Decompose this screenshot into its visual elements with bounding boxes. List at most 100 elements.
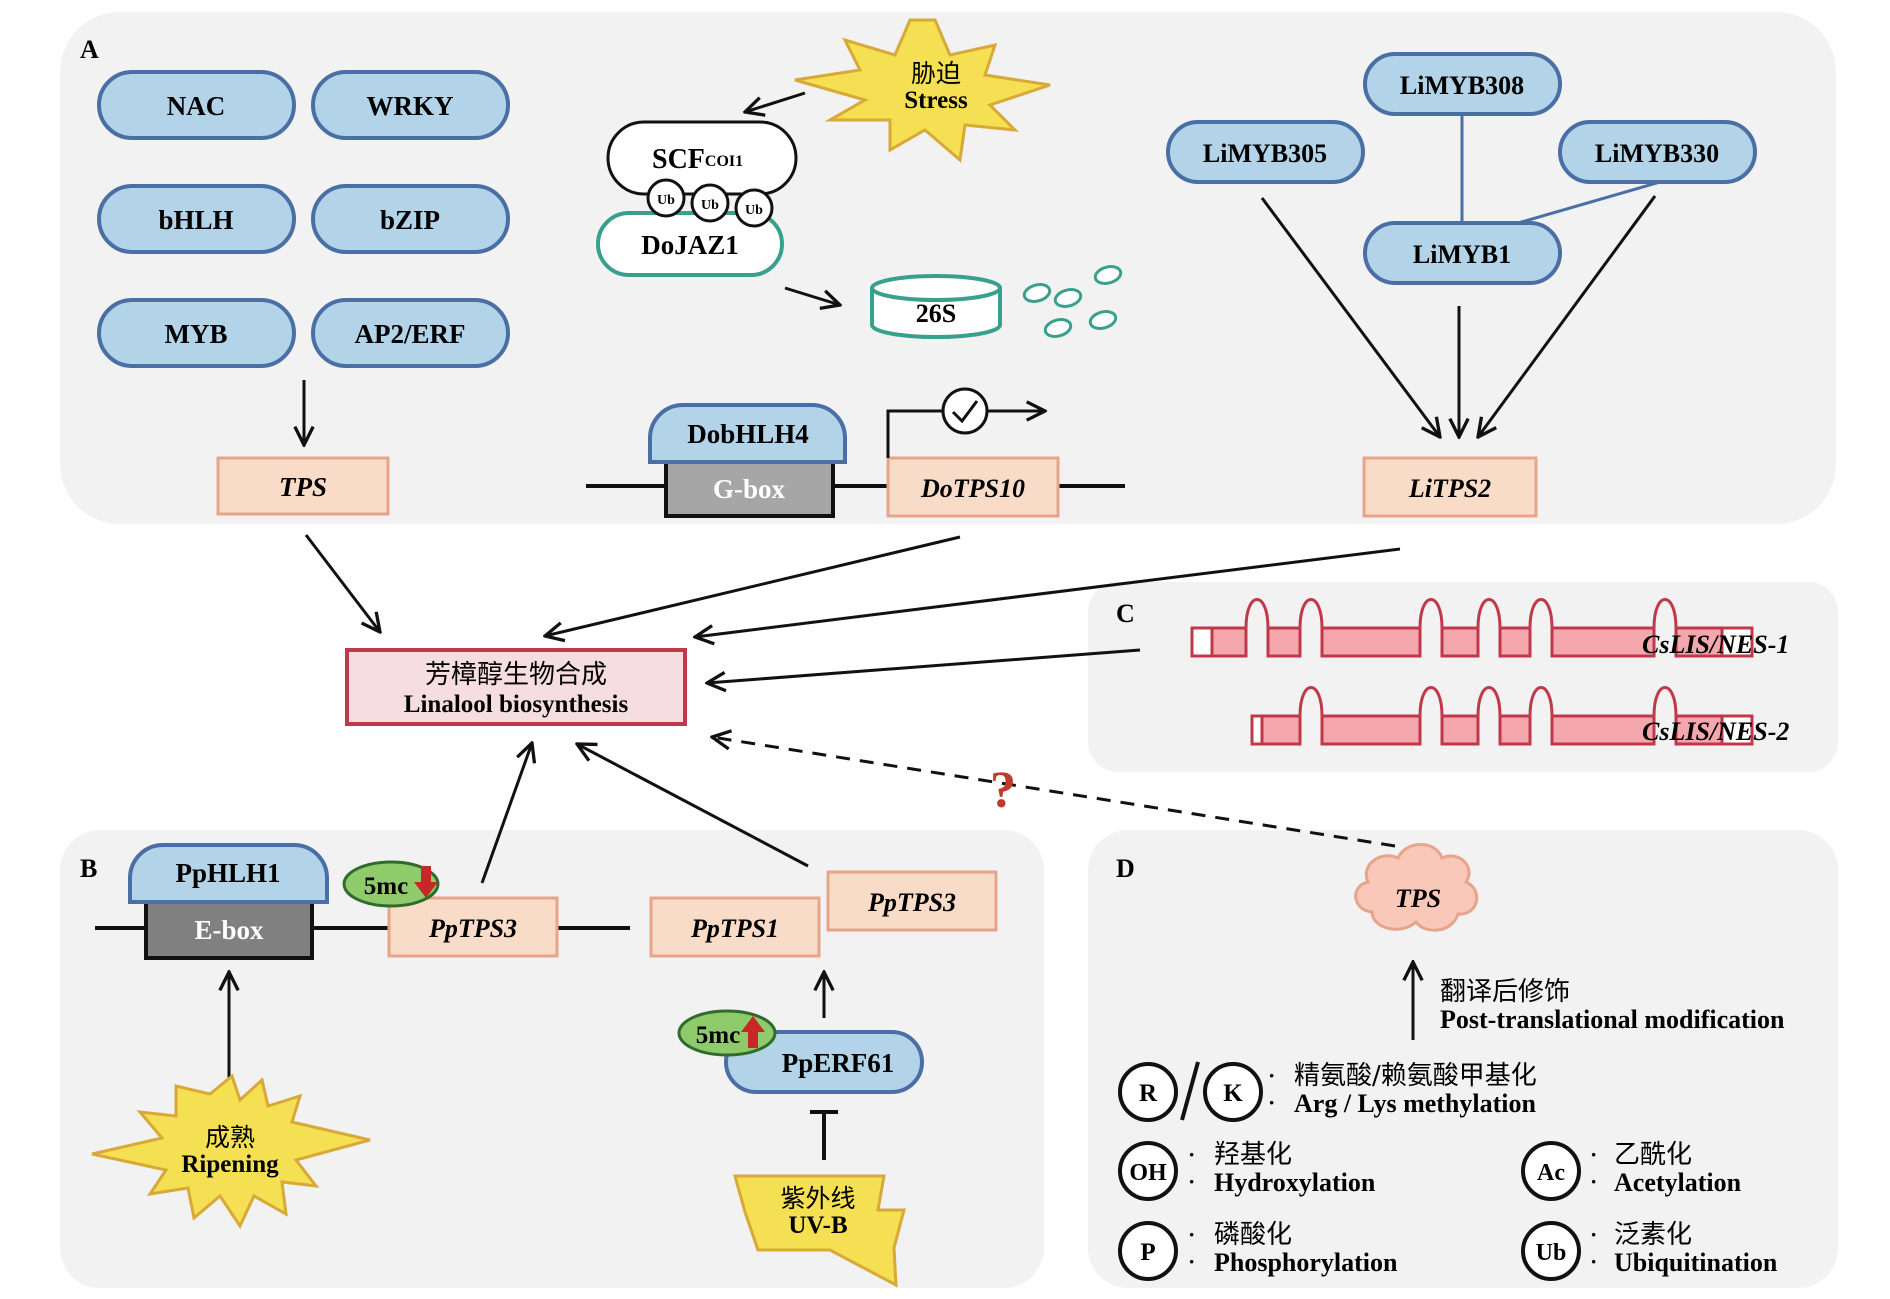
mod-symbol: R [1139,1080,1158,1107]
mod-hydroxylation: OH · · 羟基化 Hydroxylation [1118,1140,1376,1201]
uvb-label-en: UV-B [788,1212,847,1239]
panel-label-b: B [80,854,97,883]
mod-ubiquitination: Ub · · 泛素化 Ubiquitination [1521,1220,1778,1281]
mod-phosphorylation: P · · 磷酸化 Phosphorylation [1118,1220,1398,1281]
panel-label-c: C [1116,599,1135,628]
stress-label-cn: 胁迫 [911,59,961,88]
pptps3-left-gene-box: PpTPS3 [387,896,559,958]
gene-name-label: CsLIS/NES-1 [1642,630,1789,659]
arrow-pptps3-to-linalool [480,743,532,884]
limyb308-label: LiMYB308 [1400,71,1524,100]
uvb-label-cn: 紫外线 [780,1184,855,1213]
pptps3-right-gene-box: PpTPS3 [826,870,998,932]
degraded-fragments [1022,265,1123,338]
ebox-label: E-box [194,915,264,945]
tf-family-label: WRKY [367,91,454,121]
pphlh1-label: PpHLH1 [175,858,280,888]
stress-label-en: Stress [904,87,968,114]
dashed-arrow-ptm-to-linalool [712,737,1396,848]
tf-family-wrky: WRKY [311,70,510,140]
proteasome-label: 26S [916,299,956,328]
mod-bullet: · [1268,1063,1275,1088]
methylation-label: 5mc [364,873,408,900]
dotps10-label: DoTPS10 [920,474,1025,503]
panel-label-a: A [80,35,99,64]
ripening-label-en: Ripening [181,1151,279,1178]
arrow-pptps1-to-linalool [577,744,809,868]
tf-family-nac: NAC [97,70,296,140]
tf-family-label: AP2/ERF [355,319,466,349]
limyb1-node: LiMYB1 [1363,221,1562,285]
arrow-up-icon [741,1016,765,1048]
pptps1-label: PpTPS1 [690,914,779,943]
mod-symbol: P [1140,1239,1155,1266]
limyb305-label: LiMYB305 [1203,139,1327,168]
arrow-panel-c-to-linalool [707,648,1141,683]
limyb330-node: LiMYB330 [1558,120,1757,184]
linalool-label-en: Linalool biosynthesis [404,691,629,718]
mod-label-cn: 乙酰化 [1614,1140,1692,1170]
limyb330-label: LiMYB330 [1595,139,1719,168]
gene-name-label: CsLIS/NES-2 [1642,717,1789,746]
mod-bullet: · [1188,1222,1195,1247]
ripening-label-cn: 成熟 [205,1123,255,1152]
mod-symbol: Ub [1536,1240,1567,1266]
mod-bullet: · [1590,1222,1597,1247]
ubiquitin-tag: Ub [734,188,774,228]
ubiquitin-tag: Ub [646,178,686,218]
litps2-gene-box: LiTPS2 [1362,456,1538,518]
mod-label-en: Arg / Lys methylation [1294,1089,1536,1118]
mod-label-cn: 精氨酸/赖氨酸甲基化 [1294,1061,1537,1091]
stress-starburst: 胁迫 Stress [794,18,1051,163]
scf-label: SCFCOI1 [652,144,743,175]
mod-symbol: OH [1129,1160,1167,1186]
panel-a-background [60,12,1836,524]
linalool-label-cn: 芳樟醇生物合成 [425,660,607,690]
mod-label-en: Ubiquitination [1614,1248,1778,1277]
gbox-element: G-box [664,456,835,518]
mod-label-en: Hydroxylation [1214,1168,1376,1197]
tf-family-bzip: bZIP [311,184,510,254]
uvb-lightning-shape: 紫外线 UV-B [733,1174,906,1288]
dojaz1-protein: DoJAZ1 [596,211,784,277]
linalool-biosynthesis-box: 芳樟醇生物合成 Linalool biosynthesis [345,648,687,726]
mod-acetylation: Ac · · 乙酰化 Acetylation [1521,1140,1742,1201]
question-mark: ? [990,762,1016,819]
mod-label-cn: 磷酸化 [1214,1220,1292,1250]
mod-methylation: R K · · 精氨酸/赖氨酸甲基化 Arg / Lys methylation [1118,1061,1537,1122]
mod-bullet: · [1590,1249,1597,1274]
ub-label: Ub [701,198,719,213]
ptm-label-cn: 翻译后修饰 [1440,977,1570,1007]
mod-label-cn: 泛素化 [1614,1220,1692,1250]
gene-structure-cslis-nes-1: CsLIS/NES-1 [1190,598,1789,659]
tf-family-bhlh: bHLH [97,184,296,254]
tps-protein-label: TPS [1395,884,1441,913]
arrow-myb330-to-litps2 [1478,195,1657,437]
ub-label: Ub [745,203,763,218]
tf-family-myb: MYB [97,298,296,368]
mod-bullet: · [1188,1142,1195,1167]
proteasome-26s: 26S [870,274,1002,339]
mod-label-en: Acetylation [1614,1168,1742,1197]
limyb305-node: LiMYB305 [1166,120,1365,184]
mod-bullet: · [1268,1090,1275,1115]
pperf61-label: PpERF61 [782,1048,895,1078]
dojaz1-label: DoJAZ1 [641,230,739,260]
methylation-label: 5mc [696,1022,740,1049]
tps-gene-label: TPS [279,472,327,502]
panel-d-background [1088,830,1838,1288]
dobhlh4-protein: DobHLH4 [648,403,847,464]
link-myb330-myb1 [1517,180,1661,225]
pphlh1-protein: PpHLH1 [128,843,329,904]
mod-label-en: Phosphorylation [1214,1248,1398,1277]
panel-label-d: D [1116,854,1135,883]
transcription-start-arrow [886,411,1045,458]
mod-bullet: · [1590,1142,1597,1167]
mod-bullet: · [1188,1249,1195,1274]
scf-coi1-complex: SCFCOI1 [606,120,798,196]
pptps3-left-label: PpTPS3 [428,914,517,943]
arrow-dotps10-to-linalool [545,535,961,636]
arrow-tps-to-linalool [304,534,380,632]
tf-family-label: MYB [165,319,228,349]
